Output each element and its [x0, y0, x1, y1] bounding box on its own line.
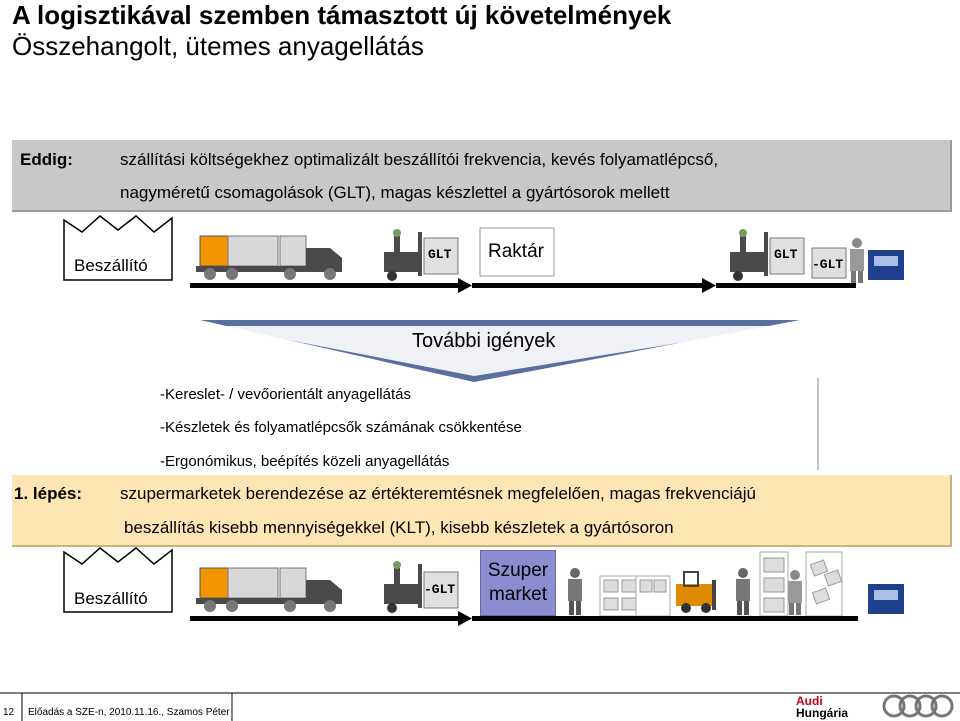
glt-container: [423, 571, 459, 609]
audi-logo-text: Audi Hungária: [796, 695, 848, 719]
glt-label: -GLT: [424, 582, 456, 597]
step1-panel: [12, 475, 952, 547]
demands-title: További igények: [412, 330, 556, 352]
demand-item: -Kereslet- / vevőorientált anyagellátás: [160, 386, 411, 403]
factory-icon: [63, 215, 173, 281]
glt-container: [423, 237, 459, 275]
warehouse-label: Raktár: [488, 241, 544, 262]
glt-container: [811, 247, 847, 279]
step1-label: 1. lépés:: [14, 484, 83, 503]
audi-rings-logo: [882, 694, 954, 718]
forklift-icon: [730, 229, 768, 281]
rack-icon: [759, 551, 789, 617]
flow-arrow: [458, 611, 472, 626]
step1-line-2: beszállítás kisebb mennyiségekkel (KLT),…: [124, 518, 674, 537]
audi-logo-line-1: Audi: [796, 694, 823, 708]
page-subtitle: Összehangolt, ütemes anyagellátás: [12, 31, 424, 61]
supermarket-label-2: market: [488, 584, 548, 605]
footer-text: Előadás a SZE-n, 2010.11.16., Szamos Pét…: [28, 707, 230, 718]
demand-item: -Készletek és folyamatlépcsők számának c…: [160, 419, 522, 436]
flow-line: [716, 283, 856, 288]
supplier-label: Beszállító: [74, 589, 148, 608]
glt-label: GLT: [428, 247, 452, 262]
forklift-orange-icon: [676, 571, 716, 613]
flow-arrow: [702, 278, 716, 293]
truck-icon: [196, 235, 342, 280]
forklift-icon: [384, 229, 422, 281]
worker-icon: [788, 570, 802, 615]
page-number: 12: [3, 707, 15, 718]
rack-icon: [635, 575, 671, 617]
flow-arrow: [458, 278, 472, 293]
demand-item: -Ergonómikus, beépítés közeli anyagellát…: [160, 453, 450, 470]
rack-icon: [599, 575, 641, 617]
supermarket-label-1: Szuper: [487, 560, 549, 581]
eddig-panel: [12, 140, 952, 212]
forklift-icon: [384, 561, 422, 613]
glt-label: -GLT: [812, 257, 844, 272]
eddig-line-1: szállítási költségekhez optimalizált bes…: [120, 150, 719, 169]
flow-line: [190, 283, 458, 288]
page-title: A logisztikával szemben támasztott új kö…: [12, 0, 672, 30]
worker-icon: [568, 568, 582, 615]
flow-line: [190, 616, 458, 621]
supermarket-box: Szuper market: [480, 550, 556, 616]
flow-line: [472, 616, 858, 621]
flow-line: [472, 283, 702, 288]
worker-icon: [850, 238, 864, 283]
car-icon: [868, 250, 904, 280]
car-icon: [868, 584, 904, 614]
truck-icon: [196, 567, 342, 612]
warehouse-box: [479, 227, 555, 277]
glt-label: GLT: [774, 247, 798, 262]
eddig-label: Eddig:: [20, 150, 73, 169]
factory-icon: [63, 547, 173, 613]
eddig-line-2: nagyméretű csomagolások (GLT), magas kés…: [120, 183, 670, 202]
rack-icon: [805, 551, 843, 617]
step1-line-1: szupermarketek berendezése az értékterem…: [120, 484, 756, 503]
worker-icon: [736, 568, 750, 615]
glt-container: [769, 237, 805, 275]
audi-logo-line-2: Hungária: [796, 706, 849, 720]
supplier-label: Beszállító: [74, 256, 148, 275]
